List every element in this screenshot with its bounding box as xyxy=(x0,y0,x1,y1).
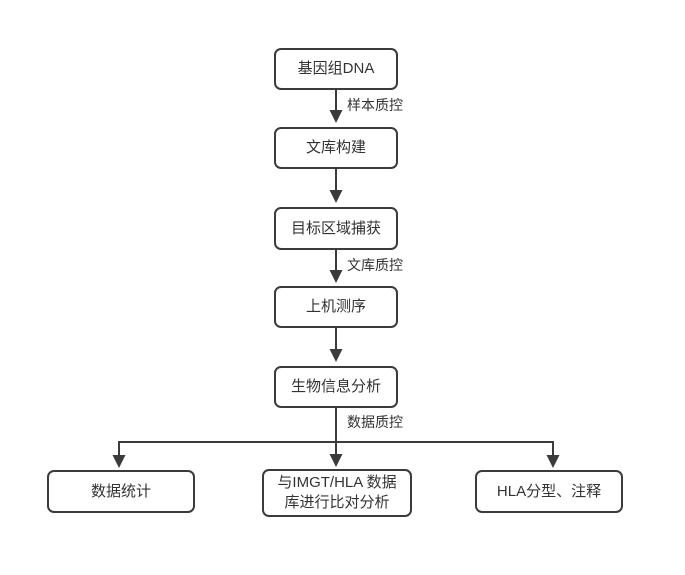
arrowhead-icon xyxy=(329,110,343,123)
arrowhead-icon xyxy=(546,455,560,468)
arrowhead-icon xyxy=(329,190,343,203)
node-label: HLA分型、注释 xyxy=(496,482,602,500)
node-hla-typing-annotation: HLA分型、注释 xyxy=(475,470,623,513)
node-label: 基因组DNA xyxy=(297,60,375,77)
node-library-construction: 文库构建 xyxy=(274,127,398,169)
node-bioinformatics-analysis: 生物信息分析 xyxy=(274,366,398,408)
edge-label-data-qc: 数据质控 xyxy=(347,414,403,430)
node-label: 数据统计 xyxy=(90,482,151,500)
node-label: 文库构建 xyxy=(305,139,366,156)
node-data-statistics: 数据统计 xyxy=(47,470,195,513)
node-sequencing: 上机测序 xyxy=(274,286,398,328)
arrowhead-icon xyxy=(329,349,343,362)
arrowhead-icon xyxy=(329,454,343,467)
node-genomic-dna: 基因组DNA xyxy=(274,48,398,90)
arrowhead-icon xyxy=(329,270,343,283)
node-target-region-capture: 目标区域捕获 xyxy=(274,207,398,250)
edge-label-sample-qc: 样本质控 xyxy=(347,97,403,113)
arrowhead-icon xyxy=(112,455,126,468)
node-imgt-hla-alignment: 与IMGT/HLA 数据 库进行比对分析 xyxy=(262,469,412,517)
node-label-line1: 与IMGT/HLA 数据 xyxy=(277,474,397,491)
node-label: 上机测序 xyxy=(305,298,366,315)
edge-label-library-qc: 文库质控 xyxy=(347,257,403,273)
node-label-line2: 库进行比对分析 xyxy=(284,494,390,511)
node-label: 生物信息分析 xyxy=(290,378,381,395)
node-label: 目标区域捕获 xyxy=(290,219,381,237)
